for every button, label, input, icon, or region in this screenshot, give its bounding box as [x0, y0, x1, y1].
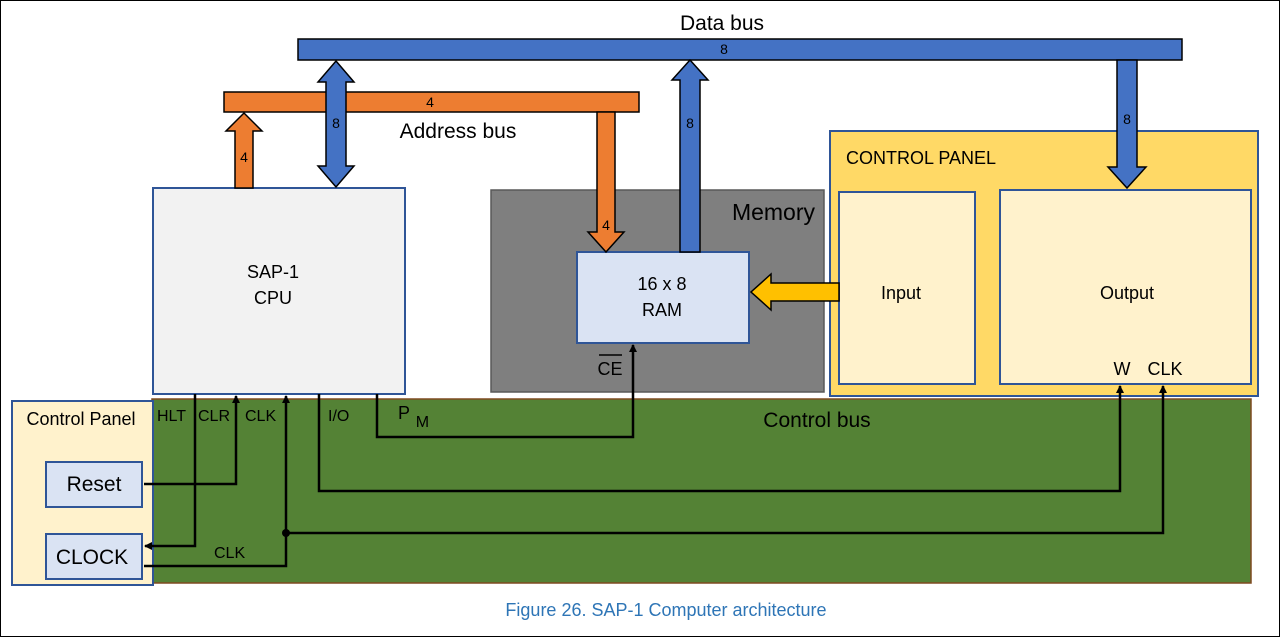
cpu-block [152, 187, 406, 395]
control-bus-label: Control bus [763, 409, 870, 432]
ram-label-line1: 16 x 8 [637, 274, 686, 294]
clk-wire-label: CLK [214, 545, 245, 562]
input-ram-arrow [749, 272, 840, 312]
output-clk-label: CLK [1147, 359, 1182, 379]
address-bus-label: Address bus [400, 120, 517, 143]
cpu-label-line1: SAP-1 [247, 262, 299, 282]
input-label: Input [881, 283, 921, 303]
output-data-arrow [1106, 59, 1148, 190]
wire-io-to-output-w [317, 385, 1124, 493]
cpu-pin-io: I/O [328, 408, 349, 425]
figure-caption: Figure 26. SAP-1 Computer architecture [505, 600, 826, 620]
ram-ce-label: CE [597, 359, 622, 379]
data-bus [297, 38, 1183, 61]
data-bus-width: 8 [720, 41, 728, 57]
reset-button[interactable] [45, 461, 143, 508]
memory-label: Memory [732, 199, 816, 225]
ram-data-arrow-width: 8 [686, 115, 694, 131]
ram-block [576, 251, 750, 344]
output-box [999, 189, 1252, 385]
data-bus-label: Data bus [680, 12, 764, 35]
ram-address-arrow [586, 111, 626, 254]
cpu-pin-pm-main: P [398, 403, 410, 423]
wire-clock-to-cpu-clk [144, 395, 290, 568]
wire-clk-junction [282, 529, 290, 537]
ram-label-line2: RAM [642, 300, 682, 320]
reset-label: Reset [67, 473, 122, 496]
wire-clk-to-output [286, 385, 1167, 535]
ram-address-arrow-width: 4 [602, 217, 610, 233]
wire-pm-to-ram-ce [375, 344, 637, 439]
control-panel-right-label: CONTROL PANEL [846, 148, 996, 168]
cpu-address-arrow [224, 111, 264, 189]
output-w-label: W [1114, 359, 1131, 379]
ram-data-arrow [670, 58, 710, 253]
cpu-address-arrow-width: 4 [240, 149, 248, 165]
cpu-pin-hlt: HLT [157, 408, 186, 425]
cpu-data-arrow [316, 59, 356, 189]
output-data-arrow-width: 8 [1123, 111, 1131, 127]
input-box [838, 191, 976, 385]
wire-hlt-to-clock [144, 394, 197, 550]
cpu-label-line2: CPU [254, 288, 292, 308]
cpu-data-arrow-width: 8 [332, 115, 340, 131]
cpu-pin-clk: CLK [245, 408, 276, 425]
cpu-pin-clr: CLR [198, 408, 230, 425]
cpu-pin-pm-sub: M [416, 414, 429, 431]
clock-label: CLOCK [56, 546, 128, 569]
wire-reset-to-clr [144, 395, 240, 486]
control-panel-left-label: Control Panel [26, 409, 135, 429]
output-label: Output [1100, 283, 1154, 303]
cpu-pin-pm: P M [398, 403, 429, 431]
address-bus-width: 4 [426, 94, 434, 110]
clock-block [45, 533, 143, 580]
